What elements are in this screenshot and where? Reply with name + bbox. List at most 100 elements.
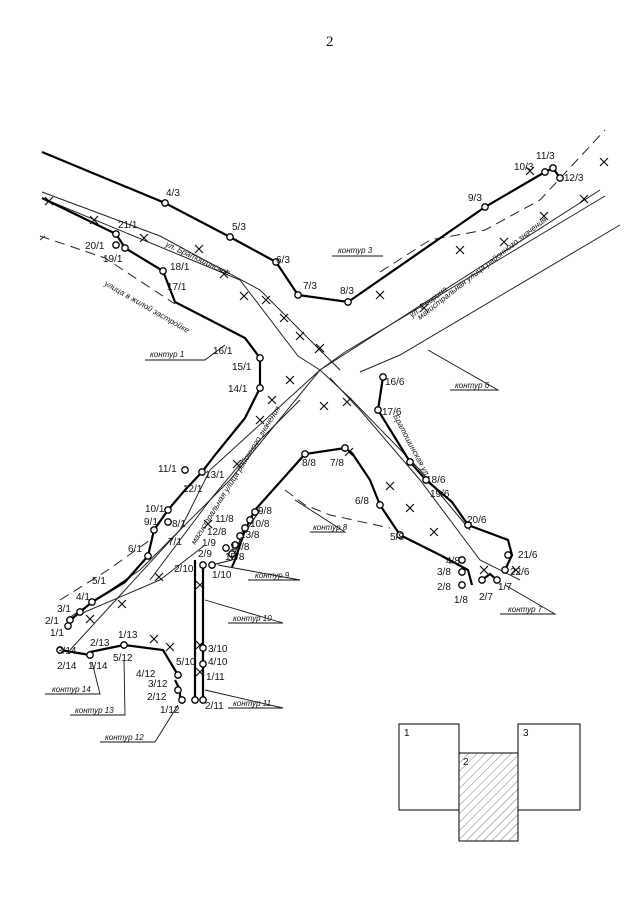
point-label: 3/10	[208, 644, 228, 655]
label-contour-6: контур 6	[455, 381, 490, 390]
point-label: 2/7	[479, 592, 493, 603]
street-bratoshinskaya-2: Братошинская ул.	[391, 413, 432, 479]
sheet-3-box	[517, 723, 581, 811]
point-label: 10/8	[250, 519, 270, 530]
point-label: 4/1	[76, 592, 90, 603]
point-label: 11/8	[215, 514, 234, 525]
label-contour-9: контур 9	[255, 571, 290, 580]
point-label: 1/7	[498, 582, 512, 593]
point-label: 12/1	[183, 484, 203, 495]
point-label: 9/8	[258, 506, 272, 517]
label-contour-13: контур 13	[75, 706, 114, 715]
point-label: 8/8	[302, 458, 316, 469]
point-label: 1/13	[118, 630, 138, 641]
point-label: 4/3	[166, 188, 180, 199]
point-label: 4/10	[208, 657, 228, 668]
point-label: 6/3	[276, 255, 290, 266]
point-label: 8/1	[172, 519, 186, 530]
point-label: 1/9	[202, 538, 216, 549]
point-label: 2/14	[57, 661, 77, 672]
contour-14-boundary	[59, 648, 91, 657]
point-label: 16/1	[213, 346, 233, 357]
point-label: 21/1	[118, 220, 138, 231]
point-label: 2/9	[198, 549, 212, 560]
point-label: 7/8	[330, 458, 344, 469]
label-contour-1: контур 1	[150, 350, 184, 359]
sheet-2-number: 2	[463, 757, 469, 768]
point-label: 15/8	[225, 552, 245, 563]
road-edges	[41, 195, 621, 651]
leader-lines	[45, 255, 557, 743]
contour-13-boundary	[89, 643, 179, 676]
point-label: 1/14	[88, 661, 108, 672]
point-label: 11/3	[536, 151, 555, 162]
point-label: 6/1	[128, 544, 142, 555]
point-label: 5/10	[176, 657, 196, 668]
point-label: 6/8	[355, 496, 369, 507]
point-label: 7/1	[168, 537, 182, 548]
sheet-1-number: 1	[404, 728, 410, 739]
point-label: 18/1	[170, 262, 190, 273]
point-label: 19/6	[430, 489, 450, 500]
point-label: 12/8	[207, 527, 227, 538]
axis-cross-marks	[44, 157, 609, 677]
point-label: 11/1	[158, 464, 177, 475]
point-label: 2/11	[205, 701, 224, 712]
point-label: 17/1	[167, 282, 187, 293]
point-label: 13/1	[205, 470, 225, 481]
point-label: 7/3	[303, 281, 317, 292]
point-label: 13/8	[240, 530, 260, 541]
sheet-2-box	[458, 752, 519, 842]
point-label: 15/1	[232, 362, 252, 373]
point-label: 10/1	[145, 504, 165, 515]
point-label: 1/10	[212, 570, 232, 581]
point-label: 14/8	[230, 542, 250, 553]
contour-3-boundary	[41, 150, 561, 304]
point-label: 17/6	[382, 407, 402, 418]
point-label: 10/3	[514, 162, 534, 173]
point-label: 3/12	[148, 679, 168, 690]
page-number: 2	[326, 34, 334, 50]
label-contour-8: контур 8	[313, 523, 348, 532]
point-label: 2/13	[90, 638, 110, 649]
point-label: 16/6	[385, 377, 405, 388]
label-contour-12: контур 12	[105, 733, 144, 742]
label-contour-3: контур 3	[338, 246, 373, 255]
point-label: 1/11	[206, 672, 225, 683]
point-label: 5/12	[113, 653, 133, 664]
point-label: 2/8	[437, 582, 451, 593]
point-label: 14/1	[228, 384, 248, 395]
point-markers	[56, 164, 564, 704]
point-label: 21/6	[518, 550, 538, 561]
point-label: 4/12	[136, 669, 156, 680]
label-contour-7: контур 7	[508, 605, 543, 614]
point-label: 9/1	[144, 517, 158, 528]
axis-lines	[41, 189, 601, 621]
point-label: 5/8	[390, 532, 404, 543]
point-label: 3/8	[437, 567, 451, 578]
point-label: 1/8	[454, 595, 468, 606]
point-label: 1/1	[50, 628, 64, 639]
point-label: 2/1	[45, 616, 59, 627]
point-label: 20/1	[85, 241, 105, 252]
sheet-3-number: 3	[523, 728, 529, 739]
point-label: 8/3	[340, 286, 354, 297]
point-label: 1/12	[160, 705, 180, 716]
sheet-index-inset: 1 2 3	[398, 723, 581, 842]
point-label: 2/12	[147, 692, 167, 703]
point-label: 22/6	[510, 567, 530, 578]
contour-6-boundary	[376, 376, 514, 571]
point-label: 12/3	[564, 173, 584, 184]
point-label: 5/1	[92, 576, 106, 587]
label-contour-10: контур 10	[233, 614, 272, 623]
point-label: 2/10	[174, 564, 194, 575]
point-labels: 4/3 5/3 6/3 7/3 8/3 9/3 10/3 11/3 12/3 2…	[45, 151, 584, 716]
point-label: 4/8	[446, 556, 460, 567]
point-label: 9/3	[468, 193, 482, 204]
label-contour-14: контур 14	[52, 685, 91, 694]
point-label: 19/1	[103, 254, 123, 265]
point-label: 3/1	[57, 604, 71, 615]
point-label: 20/6	[467, 515, 487, 526]
point-label: 18/6	[426, 475, 446, 486]
